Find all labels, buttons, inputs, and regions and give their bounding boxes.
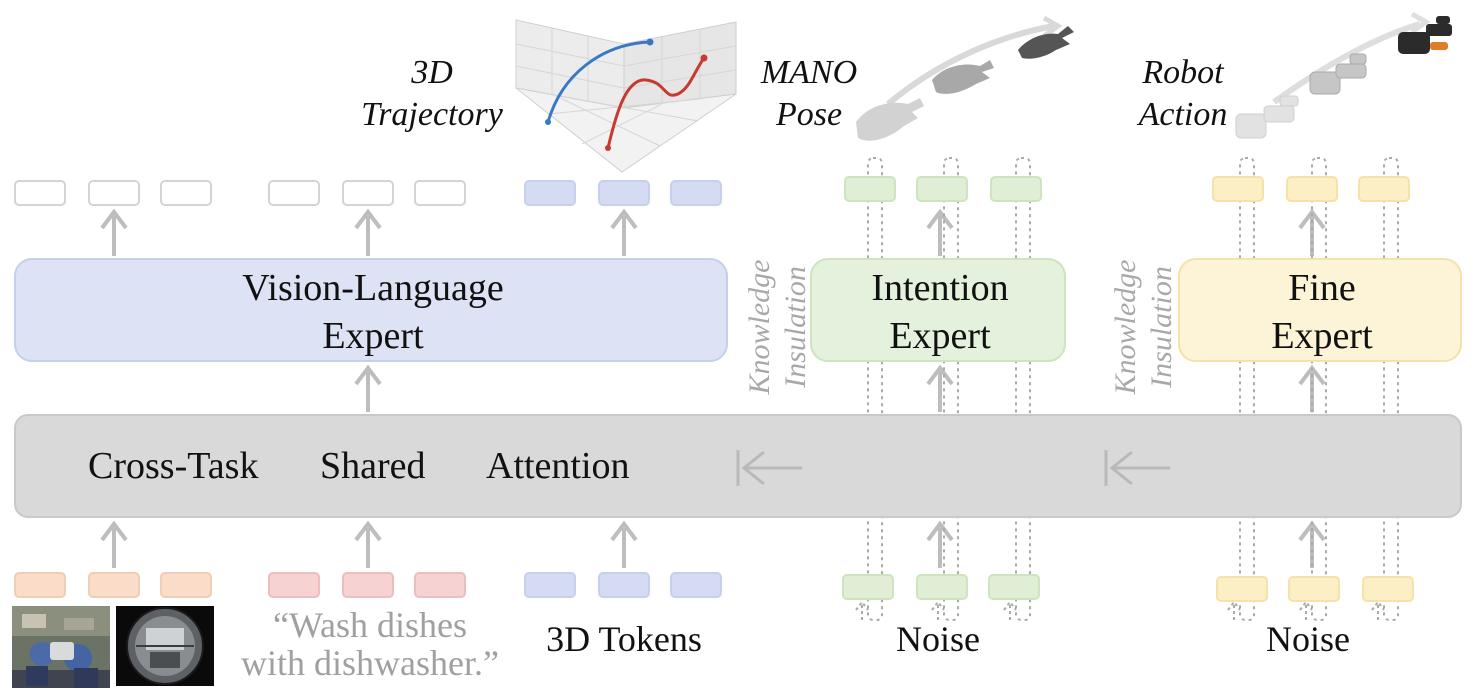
attention-label: Attention <box>486 445 630 487</box>
output-robot-token <box>1286 176 1338 202</box>
output-text-token <box>342 180 394 206</box>
fine-expert-label-line1: Fine <box>1288 267 1356 309</box>
noise-label-intention: Noise <box>896 619 980 659</box>
output-robot-token <box>1358 176 1410 202</box>
vertical-arrows <box>100 208 1326 568</box>
cross-task-label: Cross-Task <box>88 445 259 487</box>
trajectory-label-line1: 3D <box>411 54 453 91</box>
noise-token-yellow <box>1288 576 1340 602</box>
mano-label-line2: Pose <box>775 96 843 133</box>
output-mano-token <box>990 176 1042 202</box>
robot-label-line2: Action <box>1138 96 1228 133</box>
trajectory-plot-icon <box>515 19 737 173</box>
output-mano-token <box>844 176 896 202</box>
vl-expert-label-line1: Vision-Language <box>242 267 504 309</box>
output-3d-token <box>524 180 576 206</box>
instruction-line1: “Wash dishes <box>272 605 468 645</box>
output-text-token <box>14 180 66 206</box>
language-token <box>342 572 394 598</box>
cross-task-shared-attention: Cross-Task Shared Attention <box>14 414 1462 518</box>
intention-expert: Intention Expert <box>810 258 1066 362</box>
output-3d-token <box>670 180 722 206</box>
input-3d-token <box>598 572 650 598</box>
output-text-token <box>268 180 320 206</box>
mano-label: MANO Pose <box>746 52 872 136</box>
knowledge-insulation-label-2a: Knowledge <box>1109 259 1142 395</box>
input-3d-token <box>670 572 722 598</box>
image-token <box>160 572 212 598</box>
noise-loop-arrows <box>855 600 1385 620</box>
image-thumbnail-icon <box>12 606 110 688</box>
noise-token-green <box>988 574 1040 600</box>
hand-pose-icon <box>856 15 1074 141</box>
output-text-token <box>88 180 140 206</box>
mano-label-line1: MANO <box>760 54 858 91</box>
dotted-flow-lines <box>867 157 1399 621</box>
trajectory-label-line2: Trajectory <box>361 96 503 133</box>
shared-label: Shared <box>320 445 426 487</box>
noise-label-fine: Noise <box>1266 619 1350 659</box>
vl-expert-label-line2: Expert <box>322 315 424 357</box>
fine-expert: Fine Expert <box>1178 258 1462 362</box>
language-token <box>414 572 466 598</box>
output-robot-token <box>1212 176 1264 202</box>
vision-language-expert: Vision-Language Expert <box>14 258 728 362</box>
output-text-token <box>414 180 466 206</box>
tokens-3d-label: 3D Tokens <box>546 619 702 659</box>
noise-token-yellow <box>1216 576 1268 602</box>
left-arrow-icon <box>1104 450 1170 486</box>
intention-expert-label-line2: Expert <box>889 315 991 357</box>
trajectory-label: 3D Trajectory <box>340 52 524 136</box>
robot-hand-icon <box>1235 11 1452 139</box>
output-text-token <box>160 180 212 206</box>
intention-expert-label-line1: Intention <box>871 267 1009 309</box>
fisheye-camera-icon <box>116 606 214 686</box>
instruction-line2: with dishwasher.” <box>241 643 499 683</box>
image-token <box>14 572 66 598</box>
fine-expert-label-line2: Expert <box>1271 315 1373 357</box>
knowledge-insulation-label-1a: Knowledge <box>743 259 776 395</box>
knowledge-insulation-label-2b: Insulation <box>1145 266 1178 388</box>
output-mano-token <box>916 176 968 202</box>
robot-label: Robot Action <box>1124 52 1242 136</box>
noise-token-yellow <box>1362 576 1414 602</box>
output-3d-token <box>598 180 650 206</box>
left-arrow-icon <box>736 450 802 486</box>
robot-label-line1: Robot <box>1142 54 1224 91</box>
instruction-text: “Wash dishes with dishwasher.” <box>232 606 508 682</box>
input-3d-token <box>524 572 576 598</box>
knowledge-insulation-label-1b: Insulation <box>779 266 812 388</box>
image-token <box>88 572 140 598</box>
noise-token-green <box>842 574 894 600</box>
noise-token-green <box>916 574 968 600</box>
language-token <box>268 572 320 598</box>
